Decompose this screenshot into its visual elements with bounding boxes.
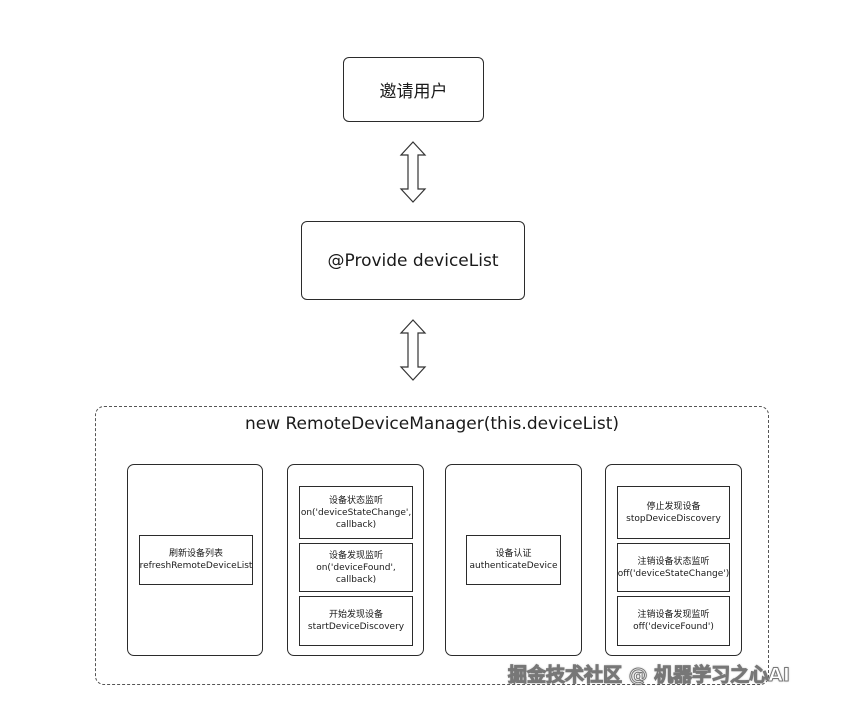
item-label-api-cont: callback) [335, 574, 377, 585]
item-label-api: startDeviceDiscovery [307, 622, 405, 632]
refresh-remote-device-list-item: 刷新设备列表 refreshRemoteDeviceList [139, 535, 253, 585]
bidirectional-arrow-icon [399, 141, 427, 203]
start-device-discovery-item: 开始发现设备 startDeviceDiscovery [299, 596, 413, 646]
invite-user-label: 邀请用户 [379, 82, 448, 102]
remote-device-manager-title: new RemoteDeviceManager(this.deviceList) [244, 414, 620, 434]
authenticate-device-item: 设备认证 authenticateDevice [466, 535, 561, 585]
item-label-cn: 设备发现监听 [328, 550, 383, 561]
item-label-cn: 刷新设备列表 [168, 549, 223, 559]
item-label-cn: 设备状态监听 [328, 495, 383, 506]
item-label-api: stopDeviceDiscovery [626, 513, 721, 524]
item-label-api: refreshRemoteDeviceList [139, 561, 253, 571]
item-label-cn: 设备认证 [495, 549, 532, 559]
item-label-api: on('deviceStateChange', [300, 507, 412, 518]
device-found-listener-item: 设备发现监听 on('deviceFound', callback) [299, 543, 413, 592]
off-device-found-item: 注销设备发现监听 off('deviceFound') [617, 596, 730, 646]
item-label-cn: 注销设备发现监听 [637, 610, 710, 620]
item-label-api: off('deviceStateChange') [617, 568, 730, 579]
stop-device-discovery-item: 停止发现设备 stopDeviceDiscovery [617, 486, 730, 539]
bidirectional-arrow-icon [399, 319, 427, 381]
item-label-cn: 停止发现设备 [646, 501, 701, 512]
provide-devicelist-label: @Provide deviceList [327, 250, 499, 271]
item-label-cn: 注销设备状态监听 [637, 556, 710, 567]
item-label-api: authenticateDevice [469, 561, 558, 571]
watermark: 掘金技术社区 @ 机器学习之心AI [507, 664, 791, 687]
off-device-state-change-item: 注销设备状态监听 off('deviceStateChange') [617, 543, 730, 592]
item-label-cn: 开始发现设备 [328, 610, 383, 620]
provide-devicelist-node: @Provide deviceList [301, 221, 525, 300]
item-label-api-cont: callback) [335, 519, 377, 530]
invite-user-node: 邀请用户 [343, 57, 484, 122]
remote-device-manager-container: new RemoteDeviceManager(this.deviceList) [95, 406, 769, 685]
device-state-listener-item: 设备状态监听 on('deviceStateChange', callback) [299, 486, 413, 539]
item-label-api: on('deviceFound', [316, 562, 396, 573]
item-label-api: off('deviceFound') [633, 622, 714, 632]
